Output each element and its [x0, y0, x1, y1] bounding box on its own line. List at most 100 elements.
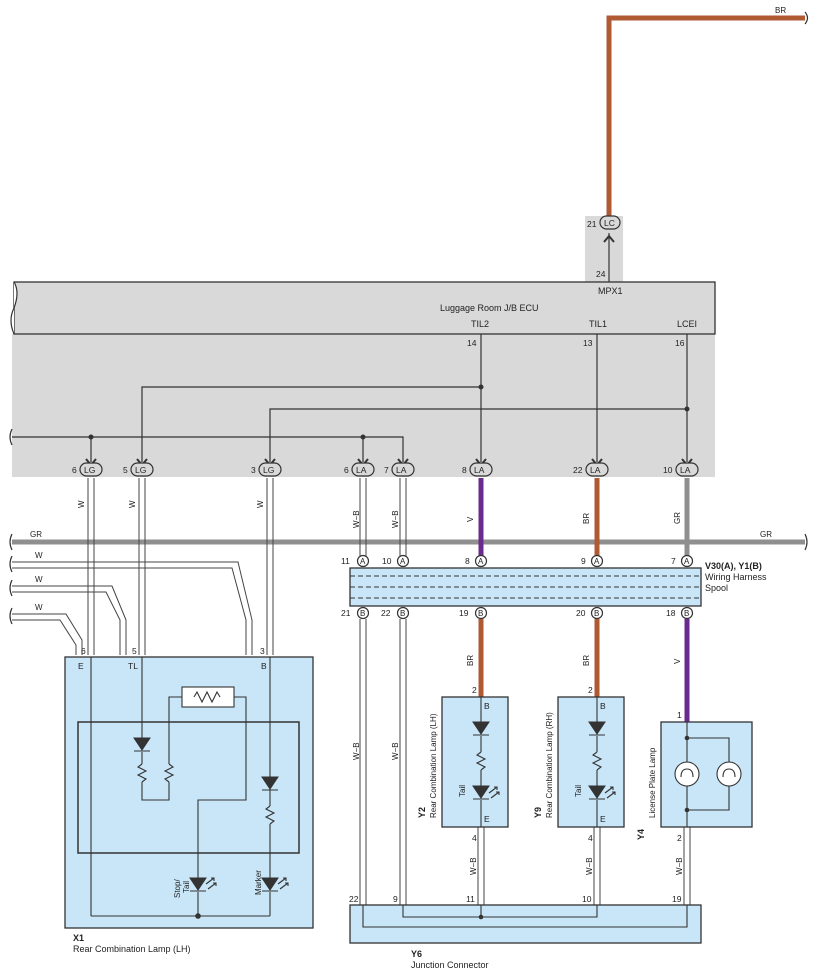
gr-wire: GR GR — [9, 530, 808, 551]
svg-text:W: W — [128, 500, 137, 508]
connector-la-8: LA 8 — [462, 458, 493, 477]
svg-text:A: A — [360, 557, 366, 566]
svg-text:LA: LA — [590, 465, 601, 475]
svg-text:2: 2 — [472, 685, 477, 695]
y4-license-plate-lamp: 1 2 Y4 License Plate Lamp — [636, 710, 753, 843]
connector-la-7: LA 7 — [384, 458, 415, 477]
svg-text:9: 9 — [393, 894, 398, 904]
connector-lg-3: LG 3 — [251, 458, 282, 477]
w-labels: W W W W W W — [35, 500, 265, 612]
svg-text:W: W — [35, 551, 43, 560]
svg-text:21: 21 — [341, 608, 351, 618]
svg-text:W−B: W−B — [391, 510, 400, 528]
ecu-terminal-pin-13: 13 — [583, 338, 593, 348]
svg-text:Junction Connector: Junction Connector — [411, 960, 489, 970]
svg-text:V: V — [673, 658, 682, 664]
svg-text:7: 7 — [671, 556, 676, 566]
y9-rear-combination-lamp-rh: 2 4 B E Tail Y9 Rear Combination Lamp (R… — [533, 685, 625, 843]
svg-text:5: 5 — [132, 646, 137, 656]
svg-text:19: 19 — [459, 608, 469, 618]
connector-la-6: LA 6 — [344, 458, 375, 477]
junction-dots — [88, 384, 690, 440]
x1-rear-combination-lamp: 6 5 3 E TL B — [64, 646, 314, 954]
svg-text:Stop/: Stop/ — [173, 879, 182, 898]
wb-wires-bottom — [359, 619, 691, 905]
svg-text:B: B — [400, 609, 405, 618]
lc-pin: 21 — [587, 219, 597, 229]
ecu-terminal-pin-14: 14 — [467, 338, 477, 348]
svg-text:11: 11 — [341, 556, 350, 566]
colored-wires-top: V BR GR — [466, 478, 690, 556]
w-wire-breaks — [9, 555, 13, 625]
svg-text:LG: LG — [135, 465, 146, 475]
connector-la-22: LA 22 — [573, 458, 609, 477]
svg-text:11: 11 — [466, 894, 475, 904]
svg-text:A: A — [478, 557, 484, 566]
ecu-name: Luggage Room J/B ECU — [440, 303, 539, 313]
wiring-harness-spool: V30(A), Y1(B) Wiring Harness Spool — [349, 561, 767, 607]
svg-text:3: 3 — [260, 646, 265, 656]
svg-text:Tail: Tail — [574, 785, 583, 797]
wb-wires-top — [359, 478, 407, 556]
svg-text:LA: LA — [356, 465, 367, 475]
svg-text:4: 4 — [588, 833, 593, 843]
spool-pins-a: A 11 A 10 A 8 A 9 A 7 — [341, 554, 694, 568]
svg-text:3: 3 — [251, 465, 256, 475]
luggage-room-jb-ecu: Luggage Room J/B ECU MPX1 24 TIL2 TIL1 L… — [10, 269, 716, 348]
svg-text:19: 19 — [672, 894, 682, 904]
svg-text:B: B — [594, 609, 599, 618]
svg-text:Rear Combination Lamp (LH): Rear Combination Lamp (LH) — [73, 944, 191, 954]
svg-text:BR: BR — [466, 655, 475, 666]
svg-text:Tail: Tail — [458, 785, 467, 797]
colored-wires-bottom: BR BR V — [466, 619, 690, 722]
ecu-terminal-name-lcei: LCEI — [677, 319, 697, 329]
ecu-terminal-name-til2: TIL2 — [471, 319, 489, 329]
ecu-internal-wiring — [9, 334, 688, 462]
svg-text:A: A — [684, 557, 690, 566]
lc-code: LC — [604, 218, 615, 228]
svg-text:E: E — [484, 814, 490, 824]
svg-text:Marker: Marker — [254, 870, 263, 895]
svg-text:LA: LA — [396, 465, 407, 475]
svg-text:BR: BR — [582, 655, 591, 666]
svg-text:20: 20 — [576, 608, 586, 618]
svg-text:B: B — [600, 701, 606, 711]
svg-text:9: 9 — [581, 556, 586, 566]
svg-text:10: 10 — [382, 556, 392, 566]
svg-text:B: B — [261, 661, 267, 671]
svg-text:E: E — [600, 814, 606, 824]
svg-text:Tail: Tail — [182, 881, 191, 893]
svg-text:W: W — [256, 500, 265, 508]
svg-text:1: 1 — [677, 710, 682, 720]
svg-text:LG: LG — [84, 465, 95, 475]
svg-text:6: 6 — [344, 465, 349, 475]
y6-junction-connector: 22 9 11 10 19 Y6 Junction Connector — [349, 894, 702, 970]
svg-text:License Plate Lamp: License Plate Lamp — [648, 747, 657, 818]
top-connectors: LG 6 LG 5 LG 3 LA 6 LA 7 — [72, 458, 699, 477]
svg-text:LA: LA — [474, 465, 485, 475]
w-wires — [12, 478, 274, 655]
spool-pins-b: B 21 B 22 B 19 B 20 B 18 — [341, 606, 694, 620]
svg-text:B: B — [484, 701, 490, 711]
svg-text:W−B: W−B — [352, 510, 361, 528]
svg-text:4: 4 — [472, 833, 477, 843]
y2-rear-combination-lamp-lh: 2 4 B E Tail Y2 Rear Combination Lamp (L… — [417, 685, 509, 843]
connector-lg-5: LG 5 — [123, 458, 154, 477]
connector-la-10: LA 10 — [663, 458, 699, 477]
svg-text:W−B: W−B — [391, 742, 400, 760]
svg-text:7: 7 — [384, 465, 389, 475]
svg-text:Y4: Y4 — [636, 829, 646, 840]
mpx-pin: 24 — [596, 269, 606, 279]
mpx-label: MPX1 — [598, 286, 623, 296]
svg-text:2: 2 — [588, 685, 593, 695]
svg-text:X1: X1 — [73, 933, 84, 943]
svg-text:6: 6 — [81, 646, 86, 656]
svg-text:Rear Combination Lamp (LH): Rear Combination Lamp (LH) — [429, 713, 438, 818]
svg-text:Y6: Y6 — [411, 949, 422, 959]
svg-text:Rear Combination Lamp (RH): Rear Combination Lamp (RH) — [545, 712, 554, 818]
svg-text:B: B — [478, 609, 483, 618]
svg-text:W−B: W−B — [352, 742, 361, 760]
spool-desc-1: Wiring Harness — [705, 572, 767, 582]
svg-text:B: B — [684, 609, 689, 618]
